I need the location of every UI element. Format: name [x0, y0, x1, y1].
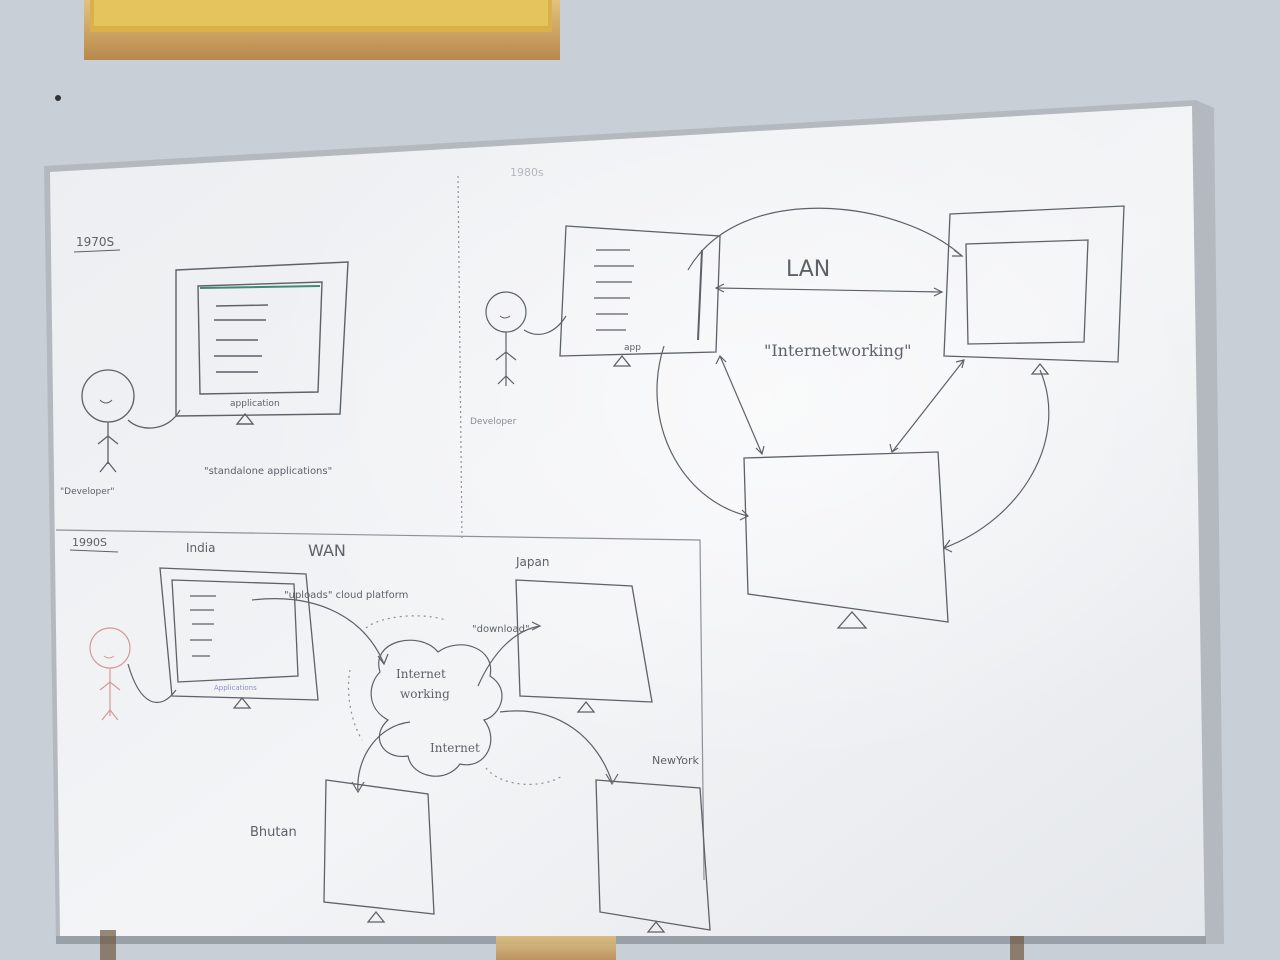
board-bottom-edge [56, 930, 1206, 960]
internetworking-label: "Internetworking" [764, 341, 911, 360]
developer-label-left: "Developer" [60, 487, 115, 497]
section-1970s: 1970S application "Developer" "standalon… [60, 235, 349, 497]
monitor-india [159, 567, 319, 709]
cloud-text-3: Internet [430, 741, 480, 755]
applications-small-label: Applications [214, 684, 257, 692]
monitor-app [559, 225, 721, 367]
divider-lines [55, 175, 705, 881]
era-1980s-label: 1980s [510, 166, 544, 179]
developer-figure-top [485, 291, 567, 386]
network-arrows [656, 345, 1050, 553]
application-label: application [230, 399, 280, 409]
cloud-text-2: working [400, 687, 450, 701]
wan-label: WAN [308, 541, 346, 560]
monitor-bottom [743, 451, 949, 629]
newyork-label: NewYork [652, 754, 700, 767]
uploads-cloud-label: "uploads" cloud platform [284, 590, 408, 601]
wall-mark [55, 95, 61, 101]
monitor-bhutan [323, 779, 435, 923]
bhutan-label: Bhutan [250, 825, 297, 840]
section-1990s: 1990S India WAN Japan Applications [69, 536, 711, 933]
developer-figure [81, 369, 181, 473]
download-label: "download" [472, 624, 530, 635]
developer-figure-pink [89, 627, 177, 721]
cloud-shape [347, 615, 563, 786]
monitor-japan [515, 579, 653, 713]
cloud-text-1: Internet [396, 667, 446, 681]
picture-frame [84, 0, 560, 60]
lan-label: LAN [786, 257, 830, 282]
monitor-standalone [175, 261, 349, 425]
india-label: India [186, 541, 215, 555]
app-label: app [624, 343, 641, 353]
developer-label-top: Developer [470, 417, 517, 427]
era-1990s-label: 1990S [72, 536, 107, 549]
upload-arrow [251, 598, 389, 666]
monitor-newyork [595, 779, 711, 933]
download-arrow [477, 621, 542, 687]
japan-label: Japan [515, 555, 549, 569]
standalone-label: "standalone applications" [204, 466, 332, 477]
lan-arrow [687, 207, 964, 297]
era-1970s-label: 1970S [76, 235, 114, 249]
monitor-right [943, 205, 1125, 375]
cloud-arrows-down [351, 710, 619, 794]
section-1980s: 1980s app Developer [470, 166, 1125, 629]
